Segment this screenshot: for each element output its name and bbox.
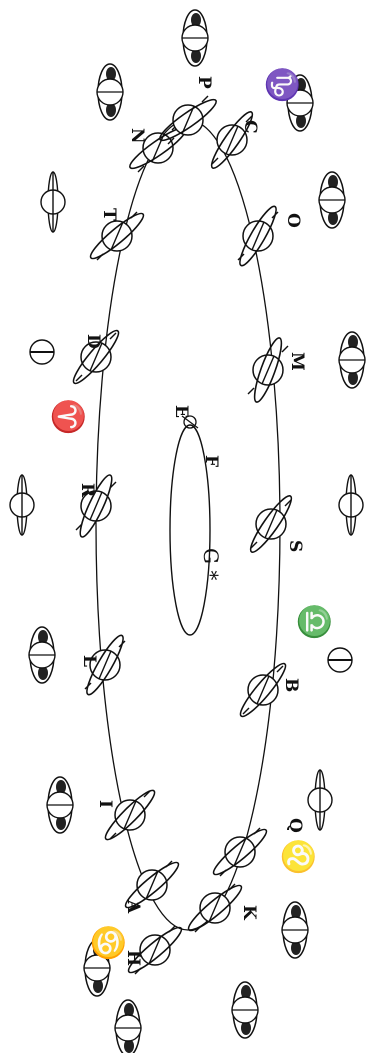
center-label: G * <box>199 548 223 580</box>
label-F: F <box>201 455 221 467</box>
saturn-telescopic-view <box>47 777 73 833</box>
zodiac-cancer-symbol: ♋ <box>90 924 126 961</box>
label-L: L <box>79 655 99 667</box>
saturn-telescopic-view <box>328 648 352 672</box>
label-K: K <box>239 905 259 921</box>
label-A: A <box>123 899 143 914</box>
label-B: B <box>281 678 301 692</box>
label-I: I <box>95 800 115 808</box>
saturn-telescopic-view <box>339 475 363 535</box>
saturn-telescopic-view <box>97 64 123 120</box>
label-R: R <box>77 483 97 498</box>
saturn-telescopic-view <box>182 10 208 66</box>
label-C: C <box>240 120 260 134</box>
saturn-telescopic-view <box>232 982 258 1038</box>
saturn-telescopic-view <box>282 902 308 958</box>
saturn-telescopic-view <box>115 1000 141 1053</box>
label-E: E <box>171 405 191 418</box>
saturn-position-K <box>184 881 245 935</box>
label-O: O <box>283 213 303 228</box>
outer-ring-views <box>10 10 365 1053</box>
zodiac-leo-symbol: ♌ <box>280 838 316 875</box>
saturn-position-Q <box>209 825 270 879</box>
label-D: D <box>83 334 103 349</box>
label-M: M <box>287 352 307 371</box>
saturn-telescopic-view <box>29 627 55 683</box>
saturn-telescopic-view <box>30 340 54 364</box>
label-T: T <box>99 208 119 221</box>
label-Q: Q <box>285 818 305 833</box>
saturn-position-C <box>207 108 257 172</box>
zodiac-capricorn-symbol: ♑ <box>264 66 300 103</box>
label-H: H <box>123 950 143 966</box>
label-N: N <box>127 128 147 144</box>
saturn-position-I <box>101 786 159 844</box>
saturn-telescopic-view <box>41 172 65 232</box>
saturn-telescopic-view <box>308 770 332 830</box>
zodiac-aries-symbol: ♈ <box>50 398 86 435</box>
orbit-planets <box>69 95 296 977</box>
saturn-telescopic-view <box>339 332 365 388</box>
label-P: P <box>194 76 214 89</box>
zodiac-libra-symbol: ♎ <box>296 603 332 640</box>
label-S: S <box>285 540 305 552</box>
saturn-telescopic-view <box>319 172 345 228</box>
saturn-telescopic-view <box>10 475 34 535</box>
saturn-position-M <box>248 336 288 405</box>
